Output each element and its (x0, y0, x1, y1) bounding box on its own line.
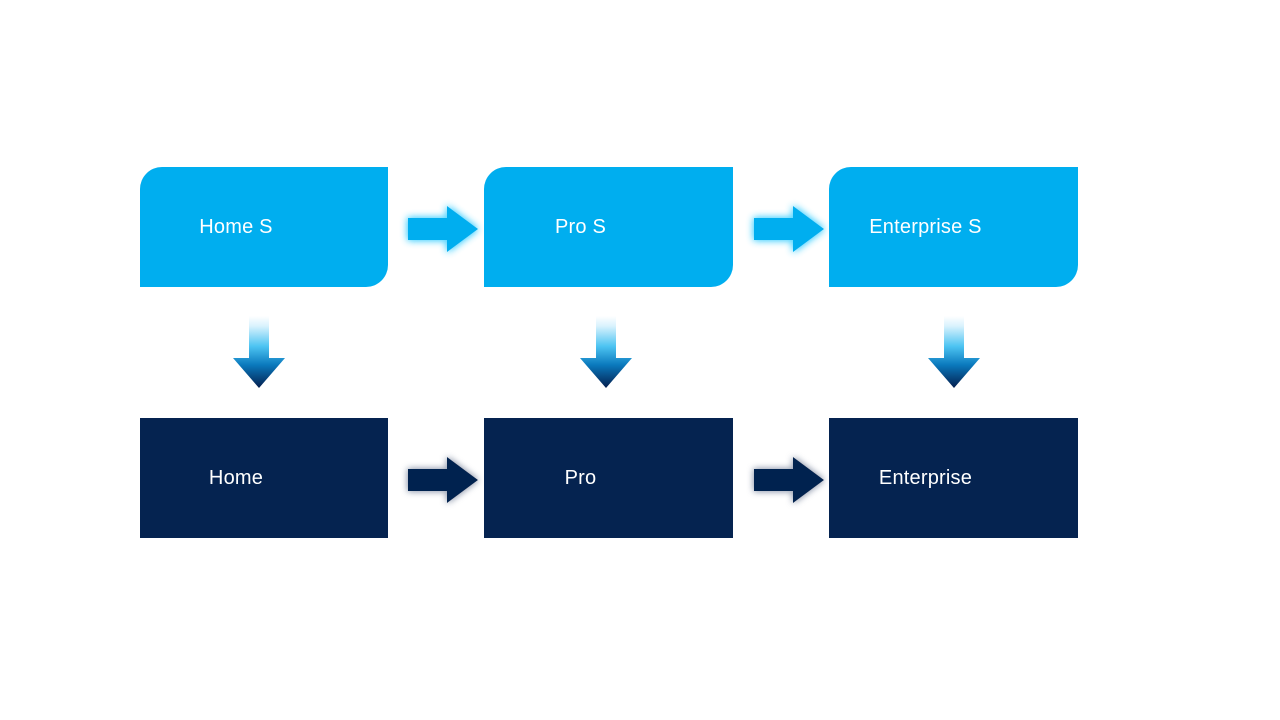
connector-home-s-to-home (231, 314, 287, 392)
connector-home-to-pro (399, 449, 483, 511)
node-pro[interactable]: Pro (484, 418, 733, 538)
arrow-down-icon (928, 316, 980, 388)
node-label-home: Home (208, 467, 264, 489)
node-home-s[interactable]: Home S (140, 167, 388, 287)
connector-pro-to-enterprise (745, 449, 829, 511)
arrow-down-icon (580, 316, 632, 388)
node-label-home-s: Home S (199, 216, 273, 238)
node-enterprise-s[interactable]: Enterprise S (829, 167, 1078, 287)
node-pro-s[interactable]: Pro S (484, 167, 733, 287)
node-label-pro-s: Pro S (554, 216, 607, 238)
node-home[interactable]: Home (140, 418, 388, 538)
arrow-right-icon (408, 206, 478, 252)
connector-enterprise-s-to-enterprise (926, 314, 982, 392)
arrow-right-icon (754, 206, 824, 252)
arrow-right-icon (754, 457, 824, 503)
arrow-right-icon (408, 457, 478, 503)
node-label-enterprise-s: Enterprise S (869, 216, 982, 238)
arrow-down-icon (233, 316, 285, 388)
node-label-pro: Pro (564, 467, 597, 489)
connector-pro-s-to-enterprise-s (745, 198, 829, 260)
connector-pro-s-to-pro (578, 314, 634, 392)
connector-home-s-to-pro-s (399, 198, 483, 260)
node-enterprise[interactable]: Enterprise (829, 418, 1078, 538)
node-label-enterprise: Enterprise (878, 467, 973, 489)
